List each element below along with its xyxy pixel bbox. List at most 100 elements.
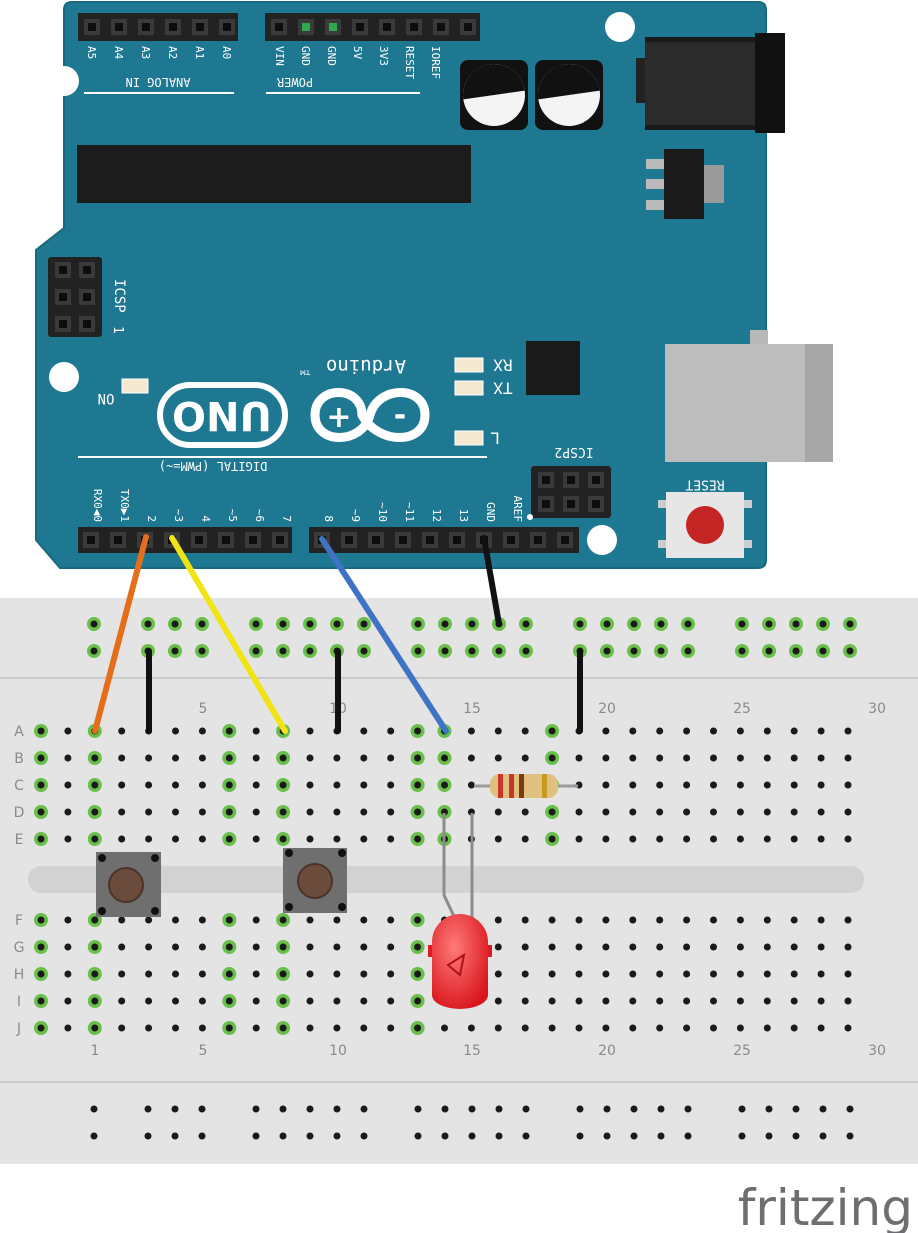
header-pin-hole — [464, 23, 472, 31]
breadboard-hole — [602, 970, 610, 978]
breadboard-hole — [198, 835, 206, 843]
breadboard-hole — [306, 943, 314, 951]
pin-label: A3 — [139, 46, 152, 59]
rail-hole — [252, 620, 260, 628]
breadboard-hole — [333, 970, 341, 978]
rail-hole — [495, 1132, 503, 1140]
breadboard-hole — [683, 781, 691, 789]
breadboard-hole — [198, 754, 206, 762]
breadboard-hole — [279, 1024, 287, 1032]
rail-hole — [846, 1105, 854, 1113]
breadboard-hole — [279, 754, 287, 762]
breadboard-hole — [575, 808, 583, 816]
header-pin-hole — [59, 320, 67, 328]
capacitor — [535, 60, 603, 130]
rail-hole — [657, 1132, 665, 1140]
breadboard-hole — [736, 943, 744, 951]
rail-hole — [441, 1132, 449, 1140]
breadboard-hole — [467, 781, 475, 789]
header-pin-hole — [223, 23, 231, 31]
pin-label: ~5 — [226, 509, 239, 522]
breadboard-hole — [602, 808, 610, 816]
breadboard-hole — [602, 997, 610, 1005]
breadboard-hole — [710, 727, 717, 735]
breadboard-hole — [602, 781, 610, 789]
breadboard-hole — [37, 997, 45, 1005]
rail-hole — [657, 647, 665, 655]
breadboard-hole — [145, 835, 153, 843]
usb-interface-chip — [526, 341, 580, 395]
breadboard-hole — [467, 1024, 475, 1032]
rail-hole — [333, 620, 341, 628]
rail-hole — [684, 620, 692, 628]
rail-hole — [846, 647, 854, 655]
rail-hole — [360, 620, 368, 628]
header-pin-hole — [372, 536, 380, 544]
header-pin-hole — [399, 536, 407, 544]
breadboard-hole — [736, 997, 744, 1005]
breadboard-hole — [736, 781, 744, 789]
breadboard-hole — [763, 916, 771, 924]
breadboard-hole — [118, 727, 126, 735]
breadboard-hole — [790, 808, 798, 816]
rail-hole — [792, 647, 800, 655]
rail-hole — [252, 647, 260, 655]
breadboard-hole — [602, 835, 610, 843]
breadboard-hole — [790, 781, 798, 789]
breadboard-hole — [790, 970, 798, 978]
rail-hole — [819, 620, 827, 628]
breadboard-hole — [198, 1024, 206, 1032]
push-button[interactable] — [96, 852, 161, 917]
breadboard-hole — [844, 754, 852, 762]
push-button[interactable] — [283, 848, 347, 913]
pin-label: A5 — [85, 46, 98, 59]
header-pin-hole — [87, 536, 95, 544]
rail-hole — [738, 1105, 746, 1113]
header-pin-hole — [507, 536, 515, 544]
breadboard-hole — [763, 1024, 771, 1032]
breadboard-hole — [252, 727, 260, 735]
rail-hole — [279, 647, 287, 655]
microcontroller-chip — [77, 145, 471, 203]
rail-hole — [603, 620, 611, 628]
breadboard-hole — [521, 1024, 529, 1032]
breadboard-hole — [225, 808, 233, 816]
column-number: 1 — [91, 1043, 100, 1059]
breadboard-hole — [575, 943, 583, 951]
breadboard-hole — [414, 1024, 422, 1032]
breadboard-hole — [252, 997, 260, 1005]
breadboard-hole — [844, 943, 852, 951]
rail-hole — [306, 647, 314, 655]
trademark: TM — [300, 368, 311, 376]
breadboard-hole — [683, 835, 691, 843]
breadboard-hole — [817, 970, 825, 978]
breadboard-hole — [198, 970, 206, 978]
reset-button[interactable] — [658, 492, 752, 558]
breadboard-hole — [279, 970, 287, 978]
breadboard-hole — [64, 727, 72, 735]
wire-yellow — [169, 535, 288, 734]
rail-hole — [144, 1132, 152, 1140]
breadboard-hole — [710, 1024, 717, 1032]
breadboard-hole — [64, 1024, 72, 1032]
breadboard-hole — [844, 727, 852, 735]
breadboard-hole — [333, 997, 341, 1005]
breadboard-hole — [360, 808, 368, 816]
header-pin-hole — [88, 23, 96, 31]
rail-hole — [603, 1132, 611, 1140]
header-pin-hole — [302, 23, 310, 31]
breadboard-hole — [279, 781, 287, 789]
breadboard-hole — [656, 808, 664, 816]
breadboard-hole — [710, 835, 717, 843]
row-letter: F — [15, 913, 23, 929]
breadboard-hole — [817, 781, 825, 789]
center-channel — [28, 866, 864, 893]
pin-label: 8 — [322, 515, 335, 522]
breadboard-hole — [118, 808, 126, 816]
breadboard-hole — [683, 1024, 691, 1032]
resistor — [474, 774, 578, 798]
breadboard-hole — [656, 916, 664, 924]
breadboard-hole — [37, 781, 45, 789]
rail-hole — [738, 647, 746, 655]
mounting-hole — [49, 66, 79, 96]
